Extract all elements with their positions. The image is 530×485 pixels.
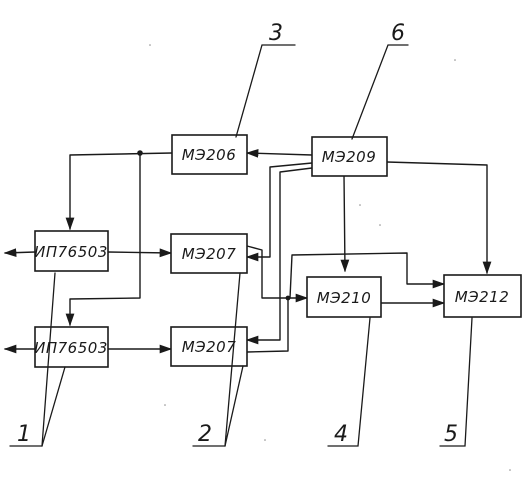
callout-3: 3 (269, 21, 283, 46)
block-me212-label: МЭ212 (455, 288, 510, 306)
callout-4: 4 (334, 422, 348, 447)
block-me206-label: МЭ206 (182, 146, 237, 164)
block-me210-label: МЭ210 (317, 289, 372, 307)
block-me209-label: МЭ209 (322, 148, 377, 166)
connection-lines (3, 148, 492, 354)
paper-specks (149, 44, 511, 471)
block-ip2: ИП76503 (34, 326, 109, 368)
callout-6: 6 (391, 21, 405, 46)
callout-5: 5 (444, 422, 458, 447)
block-me207b: МЭ207 (170, 326, 248, 367)
callout-1: 1 (17, 422, 31, 447)
block-me210: МЭ210 (306, 276, 382, 318)
block-me206: МЭ206 (171, 134, 248, 175)
block-me212: МЭ212 (443, 274, 522, 318)
block-ip1-label: ИП76503 (34, 243, 108, 261)
callout-leaders (9, 44, 473, 447)
block-me209: МЭ209 (311, 136, 388, 177)
block-me207a-label: МЭ207 (182, 245, 237, 263)
block-ip2-label: ИП76503 (34, 339, 108, 357)
callout-2: 2 (198, 422, 212, 447)
block-ip1: ИП76503 (34, 230, 109, 272)
block-me207a: МЭ207 (170, 233, 248, 274)
block-me207b-label: МЭ207 (182, 338, 237, 356)
